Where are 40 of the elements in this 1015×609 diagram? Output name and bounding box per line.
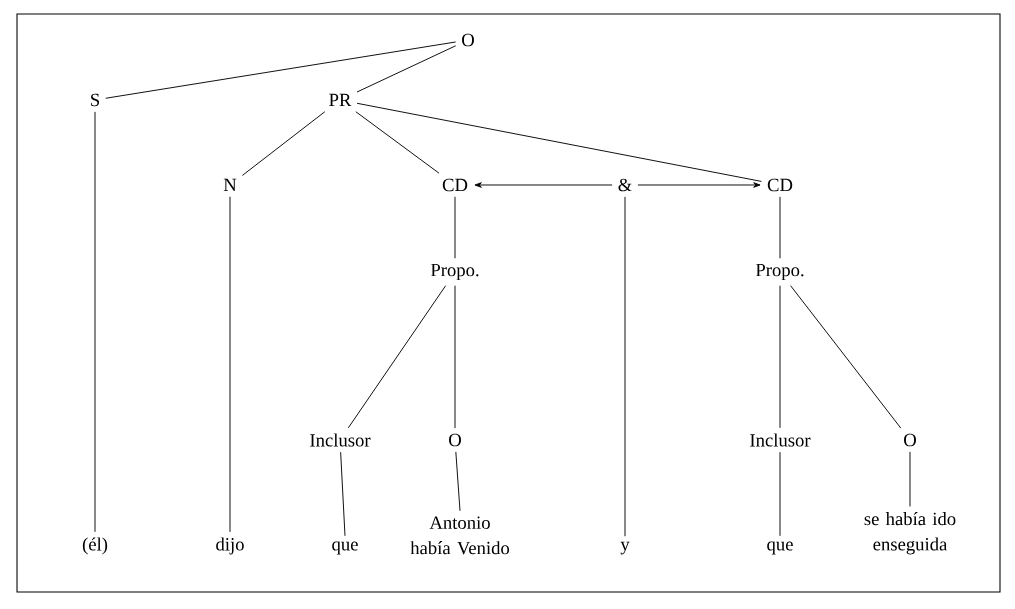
- tree-branch: [356, 45, 457, 93]
- arrow: [637, 182, 761, 188]
- tree-branch: [94, 111, 96, 533]
- tree-label: Antonio había Venido: [410, 516, 510, 555]
- tree-label: S: [91, 93, 100, 107]
- tree-label: O: [904, 433, 916, 447]
- tree-branch: [355, 111, 440, 174]
- tree-label: se había ido enseguida: [864, 512, 956, 555]
- tree-label: Inclusor: [310, 433, 371, 447]
- tree-branch: [779, 285, 781, 429]
- tree-label: Propo.: [430, 263, 479, 281]
- tree-label: (él): [82, 537, 108, 555]
- tree-label: dijo: [216, 537, 244, 555]
- tree-branch: [909, 451, 911, 507]
- tree-branch: [340, 451, 346, 537]
- tree-label: O: [449, 433, 461, 447]
- tree-branch: [624, 196, 626, 537]
- tree-branch: [779, 451, 781, 537]
- tree-branch: [790, 285, 902, 429]
- tree-label: que: [767, 541, 793, 555]
- tree-branch: [229, 196, 231, 533]
- tree-label: CD: [767, 178, 793, 192]
- tree-label: O: [462, 33, 474, 47]
- tree-branch: [241, 111, 326, 176]
- tree-branch: [454, 285, 456, 429]
- tree-label: que: [332, 541, 358, 555]
- tree-branch: [779, 196, 781, 259]
- tree-branch: [454, 196, 456, 259]
- arrow: [474, 182, 613, 188]
- tree-branch: [356, 102, 762, 182]
- tree-branch: [455, 451, 461, 512]
- tree-label: CD: [442, 178, 468, 192]
- tree-label: y: [620, 541, 630, 555]
- tree-label: N: [223, 178, 237, 192]
- tree-label: Inclusor: [750, 433, 811, 447]
- tree-label: Propo.: [755, 263, 804, 281]
- tree-label: &: [618, 178, 632, 192]
- tree-branch: [105, 41, 457, 99]
- tree-branch: [347, 285, 447, 429]
- tree-label: PR: [329, 93, 352, 107]
